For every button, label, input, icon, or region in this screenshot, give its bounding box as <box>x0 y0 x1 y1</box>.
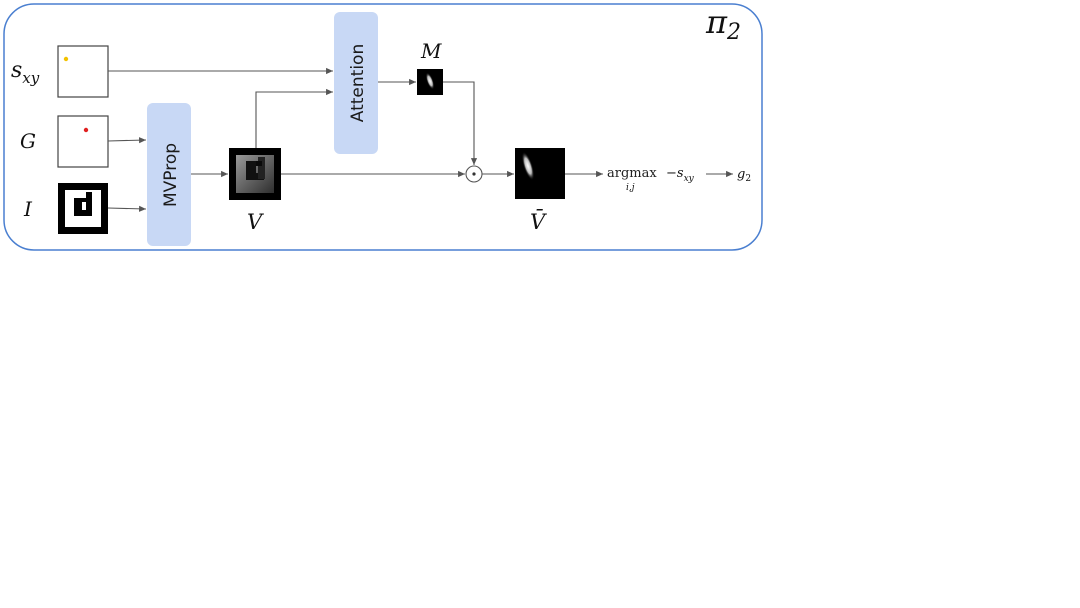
attention-label: Attention <box>348 44 368 122</box>
argmax-subscript: i,j <box>626 183 635 193</box>
argmax-term: −sxy <box>666 166 695 184</box>
position-map <box>57 45 109 98</box>
panel-label: π2 <box>705 3 741 45</box>
goal-map <box>57 115 109 168</box>
goal-input-label: G <box>20 129 36 153</box>
mask-map <box>417 69 443 95</box>
image-input-label: I <box>23 197 33 221</box>
argmax-expression: argmax i,j −sxy <box>607 166 695 193</box>
edge-value-to-attention <box>255 88 333 148</box>
attention-block <box>334 12 378 154</box>
mvprop-label: MVProp <box>161 143 181 207</box>
position-dot <box>63 56 69 62</box>
masked-value-map <box>515 148 565 199</box>
masked-value-map-label: V̄ <box>530 209 547 234</box>
image-map <box>58 183 108 234</box>
position-input-label: sxy <box>11 58 40 87</box>
goal-dot <box>83 127 89 133</box>
policy-panel-border <box>3 3 763 251</box>
value-map-label: V <box>247 210 264 234</box>
edge-image-to-mvprop <box>107 205 147 212</box>
edge-goal-to-mvprop <box>107 137 147 144</box>
edge-mask-to-product <box>443 81 478 165</box>
goal-output-label: g2 <box>737 167 751 184</box>
elementwise-product-dot <box>472 172 476 176</box>
value-map <box>229 148 281 200</box>
mvprop-block <box>147 103 191 246</box>
mask-map-label: M <box>420 39 442 63</box>
argmax-operator: argmax <box>607 166 657 181</box>
